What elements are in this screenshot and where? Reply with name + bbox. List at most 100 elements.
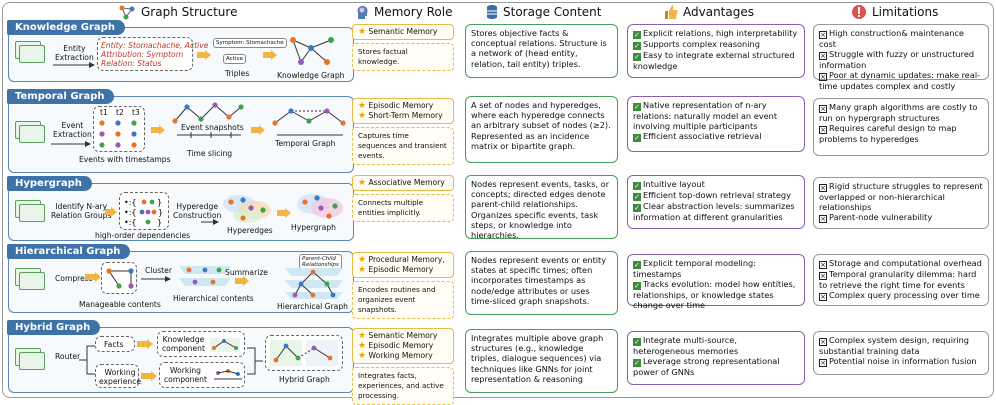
result-label: Hierarchical Graph [277,302,348,311]
star-icon: ★ [358,331,367,341]
knowledge-graph-illustration [290,37,334,65]
diagram-frame [2,2,994,398]
limitations-knowledge-graph: ×High construction& maintenance cost ×St… [813,24,989,91]
slicing-label: Time slicing [187,149,233,158]
arrow-icon [235,276,249,286]
entity-label: Entity: Stomachache, Active [101,41,209,50]
document-icon [19,272,45,290]
limitations-hypergraph: ×Rigid structure struggles to represent … [813,177,989,229]
row-title: Hierarchical Graph [7,244,131,259]
star-icon: ★ [358,101,367,111]
check-box-icon: ✓ [633,204,641,212]
compress-label: Compress [55,274,93,283]
role-hybrid-graph: ★ Semantic Memory★ Episodic Memory★ Work… [352,328,454,405]
storage-hypergraph: Nodes represent events, tasks, or concep… [465,175,618,240]
arrow-icon [263,50,277,60]
x-box-icon: × [819,261,827,269]
star-icon: ★ [358,265,367,275]
relation-label: Relation: Status [101,59,162,68]
x-box-icon: × [819,105,827,113]
attribution-label: Attribution: Symptom [101,50,184,59]
manageable-label: Manageable contents [79,300,161,309]
x-box-icon: × [819,126,827,135]
hierarchical-graph-illustration [285,268,343,299]
check-box-icon: ✓ [633,31,641,39]
document-icon [19,45,45,63]
arrow-icon [51,141,91,147]
check-box-icon: ✓ [633,261,641,269]
document-icon [19,352,45,370]
temporal-graph-illustration [272,108,346,136]
role-description: Captures time sequences and transient ev… [352,127,454,165]
knowledge-component-box: Knowledge component [157,331,245,357]
row-title: Temporal Graph [7,89,115,104]
limitations-temporal-graph: ×Many graph algorithms are costly to run… [813,98,989,156]
row-title: Hypergraph [7,176,92,191]
header-storage: Storage Content [486,4,602,20]
event-snapshots-illustration [172,102,244,138]
check-box-icon: ✓ [633,193,641,201]
hybrid-graph-illustration [270,340,338,366]
event-dots [99,120,137,148]
router-branch [79,345,95,375]
graph-nodes-icon [119,5,135,20]
arrow-icon [141,371,157,381]
events-label: Events with timestamps [79,155,171,164]
header-role: Memory Role [355,4,452,20]
identify-label: Identify N-ary Relation Groups [51,202,112,220]
x-box-icon: × [819,272,827,280]
row-title: Hybrid Graph [7,320,101,335]
star-icon: ★ [358,27,367,37]
arrow-icon [277,208,291,218]
arrow-icon [251,125,265,135]
triple-node: Symptom: Stomachache [213,38,287,48]
facts-box: Facts [95,336,135,352]
arrow-icon [201,219,219,225]
hierarchical-contents-illustration [179,266,231,286]
x-box-icon: × [819,293,827,302]
header-limitations: Limitations [851,4,938,20]
role-description: Integrates facts, experiences, and activ… [352,367,454,405]
row-knowledge-graph: Knowledge Graph Entity Extraction Entity… [7,20,354,82]
svg-text:}: } [157,218,162,227]
facts-label: Facts [104,340,124,349]
working-experience-label: Working experience [99,368,142,386]
role-hypergraph: ★ Associative Memory Connects multiple e… [352,175,454,222]
role-description: Encodes routines and organizes event sna… [352,281,454,319]
advantages-hierarchical-graph: ✓Explicit temporal modeling: timestamps … [627,254,805,310]
svg-text:}: } [157,198,162,207]
svg-text:•:{: •:{ [124,208,137,217]
knowledge-component-illustration [210,338,240,352]
construction-label: Hyperedge Construction [173,202,222,220]
hyperedges-label: Hyperedges [227,226,273,235]
cluster-label: Cluster [145,266,172,275]
x-box-icon: × [819,359,827,368]
check-box-icon: ✓ [633,359,641,368]
arrow-icon [105,207,117,217]
result-label: Hybrid Graph [279,375,330,384]
x-box-icon: × [819,52,827,61]
warning-icon [852,5,866,19]
working-component-illustration [214,369,242,380]
hyperedges-illustration [223,195,271,223]
head-brain-icon [357,5,368,19]
snapshots-label: Event snapshots [181,123,244,132]
star-icon: ★ [358,341,367,351]
database-icon [487,5,497,19]
arrow-icon [137,339,153,349]
check-box-icon: ✓ [633,134,641,143]
triple-node: Active [223,54,247,64]
role-temporal-graph: ★ Episodic Memory★ Short-Term Memory Cap… [352,98,454,165]
advantages-temporal-graph: ✓Native representation of n-ary relation… [627,96,805,152]
extraction-label: Entity Extraction [55,44,94,62]
arrow-icon [141,276,171,282]
star-icon: ★ [358,255,367,265]
dependencies-label: high-order dependencies [95,231,191,240]
arrow-icon [197,50,211,60]
result-label: Temporal Graph [275,139,336,148]
advantages-hybrid-graph: ✓Integrate multi-source, heterogeneous m… [627,331,805,385]
role-hierarchical-graph: ★ Procedural Memory,★ Episodic Memory En… [352,252,454,319]
header-structure: Graph Structure [118,4,237,20]
check-box-icon: ✓ [633,103,641,111]
check-box-icon: ✓ [633,282,641,291]
